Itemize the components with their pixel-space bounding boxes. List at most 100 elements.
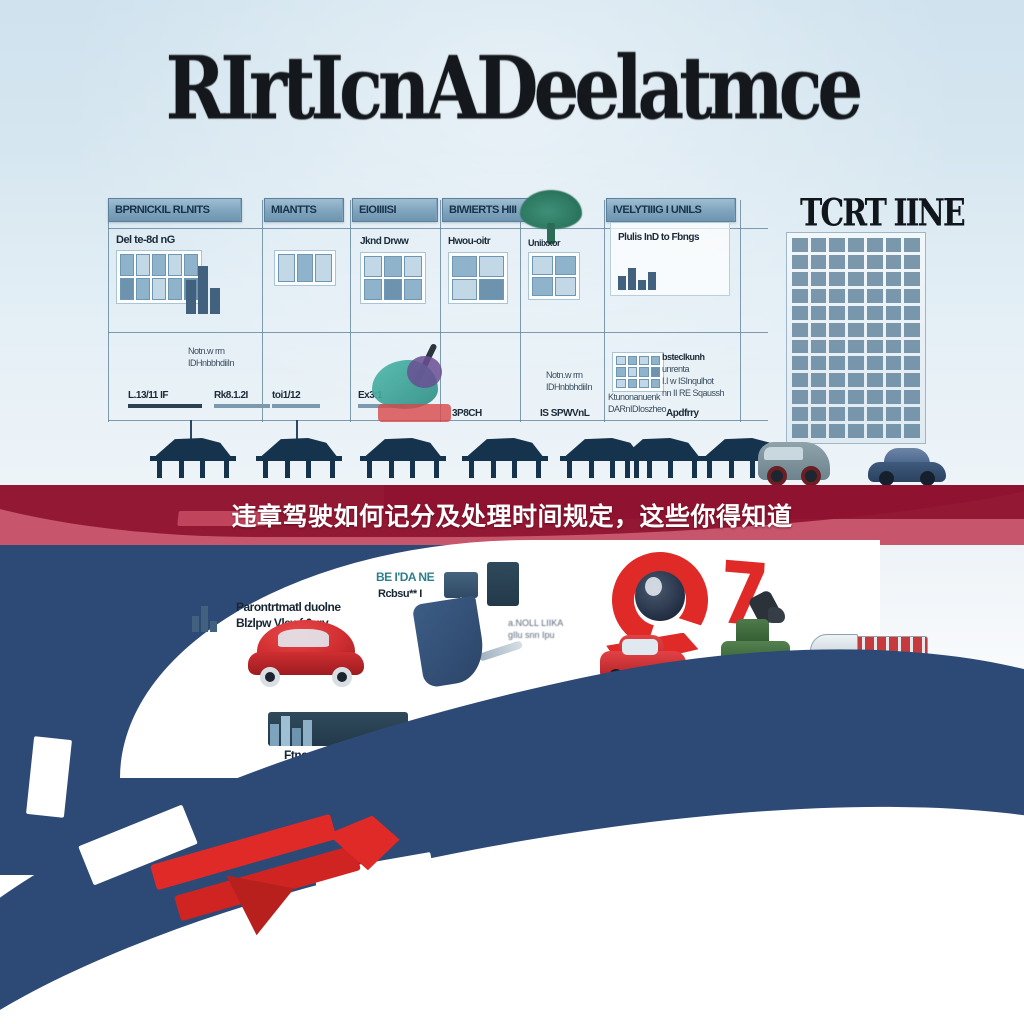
sedan-wheel-front	[878, 471, 894, 486]
row-label-4: 3P8CH	[452, 408, 482, 419]
row-label-1: Rk8.1.2I	[214, 390, 248, 401]
stall-canopy	[467, 438, 543, 457]
row-label-5: IS SPWVnL	[540, 408, 590, 419]
stall-silhouette	[360, 438, 446, 478]
row-label-2: toi1/12	[272, 390, 301, 401]
note-3-line1: Ktunonanuenk	[608, 392, 661, 402]
diagram-connector	[108, 228, 768, 229]
tree-trunk	[547, 223, 555, 244]
row-label-3: Ex3:1	[358, 390, 383, 401]
navy-sedan-icon	[868, 448, 946, 486]
section-chip-0[interactable]: BPRNICKIL RLNITS	[108, 198, 242, 222]
card-label-0: Del te-8d nG	[116, 234, 175, 246]
card-label-3: Uniixxor	[528, 238, 561, 248]
title-banner	[0, 485, 1024, 545]
red-ribbon-arrow	[150, 800, 400, 936]
stall-mast	[295, 419, 298, 440]
bar-cluster-1	[618, 266, 656, 290]
sign-icon	[444, 572, 478, 612]
stall-canopy	[155, 438, 231, 457]
beetle-wheel-rear	[332, 667, 353, 687]
row-bar-1	[214, 404, 270, 408]
stall-legs	[566, 460, 640, 478]
blob-red-base	[377, 403, 452, 422]
diagram-connector	[604, 200, 605, 422]
sedan-cabin	[883, 448, 931, 466]
note-2-line4: nn II RE Sqaussh	[662, 388, 725, 398]
shovel-blade	[411, 595, 488, 689]
tractor-bucket	[767, 606, 786, 623]
diagram-connector	[440, 200, 441, 422]
stall-legs	[624, 460, 698, 478]
diagram-connector	[108, 200, 109, 422]
diagram-connector	[108, 332, 768, 333]
stall-silhouette	[150, 419, 236, 478]
section-chip-2[interactable]: EIOIIIISI	[352, 198, 438, 222]
stall-silhouette	[560, 438, 646, 478]
mini-grid-card-4	[528, 252, 580, 300]
note-3-line2: DARnIDIoszheo	[608, 404, 667, 414]
building-label: TCRT IINE	[800, 191, 966, 236]
stall-canopy	[365, 438, 441, 457]
mini-grid-card-5	[612, 352, 664, 392]
mini-grid-card-1	[274, 250, 336, 286]
mini-grid-card-2	[360, 252, 426, 304]
note-2-line1: bsteclkunh	[662, 352, 705, 362]
beetle-windshield	[278, 628, 330, 648]
diagram-connector	[520, 200, 521, 422]
section-chip-4[interactable]: IVELYTIIIG I UNILS	[606, 198, 736, 222]
minicar-window	[622, 638, 659, 656]
stall-deck	[256, 455, 342, 461]
dark-panel-icon	[487, 562, 519, 606]
office-building-illustration	[786, 232, 926, 444]
card-label-1: Jknd Drww	[360, 236, 409, 247]
bar-cluster-2	[192, 604, 217, 632]
stall-legs	[262, 460, 336, 478]
section-chip-label: MIANTTS	[271, 204, 317, 216]
grey-van-icon	[758, 442, 830, 486]
note-1-line1: Notn.w rrn	[546, 370, 583, 380]
blue-shovel-icon	[411, 595, 523, 689]
sedan-wheel-rear	[920, 471, 936, 486]
diagram-connector	[262, 200, 263, 422]
note-2-line3: I.I w ISInqulhot	[662, 376, 714, 386]
stall-canopy	[261, 438, 337, 457]
card-label-2: Hwou-oitr	[448, 236, 491, 247]
tree-crown	[520, 190, 582, 229]
sign-face	[444, 572, 478, 599]
poster-headline: RIrtIcnADeelatmce	[165, 38, 864, 140]
stall-legs	[366, 460, 440, 478]
stall-mast	[189, 419, 192, 440]
stall-deck	[462, 455, 548, 461]
road-dash	[26, 736, 72, 818]
section-chip-label: EIOIIIISI	[359, 204, 397, 216]
row-label-0: L.13/11 IF	[128, 390, 169, 401]
stall-deck	[560, 455, 646, 461]
stall-legs	[156, 460, 230, 478]
lower-label-5-line1: a.NOLL LIIKA	[508, 618, 564, 628]
bar-cluster-0	[186, 258, 220, 314]
abstract-blob-illustration	[372, 343, 464, 422]
page-title: 违章驾驶如何记分及处理时间规定，这些你得知道	[231, 503, 793, 531]
stall-legs	[468, 460, 542, 478]
van-wheel-rear	[801, 466, 822, 486]
note-0-line2: IDHnbbhdiiIn	[188, 358, 235, 368]
stall-silhouette	[618, 438, 704, 478]
row-label-6: Apdfrry	[666, 408, 699, 419]
stall-canopy	[623, 438, 699, 457]
beetle-wheel-front	[259, 667, 280, 687]
van-window	[763, 447, 803, 461]
section-chip-label: BPRNICKIL RLNITS	[115, 204, 210, 216]
mini-grid-card-0	[116, 250, 202, 304]
lower-label-1-line2: Rcbsu** I	[378, 588, 422, 600]
stall-deck	[360, 455, 446, 461]
note-0-line1: Notn.w rrn	[188, 346, 225, 356]
blob-purple	[406, 356, 442, 389]
tree-icon	[520, 190, 582, 244]
spiral-hub	[635, 571, 685, 622]
lower-label-1-line1: BE I'DA NE	[376, 570, 435, 584]
row-bar-0	[128, 404, 202, 408]
spiral-highlight	[644, 576, 662, 597]
section-chip-1[interactable]: MIANTTS	[264, 198, 344, 222]
